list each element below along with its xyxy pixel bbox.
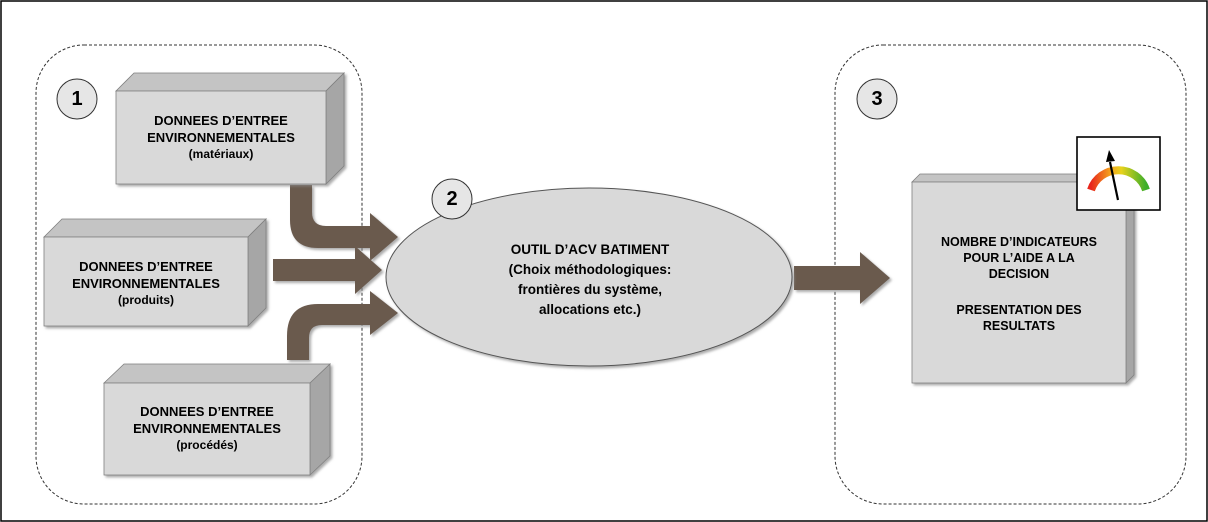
- input-materiaux-line1: DONNEES D’ENTREE: [154, 113, 288, 128]
- output-line4: PRESENTATION DES: [956, 303, 1082, 317]
- input-label-materiaux: DONNEES D’ENTREE ENVIRONNEMENTALES (maté…: [116, 112, 326, 163]
- stage-2-number: 2: [446, 188, 458, 210]
- input-procedes-line3: (procédés): [176, 438, 238, 452]
- tool-line3: frontières du système,: [517, 282, 663, 297]
- input-label-produits: DONNEES D’ENTREE ENVIRONNEMENTALES (prod…: [44, 258, 248, 309]
- output-label: NOMBRE D’INDICATEURS POUR L’AIDE A LA DE…: [908, 234, 1130, 334]
- input-produits-line3: (produits): [118, 293, 174, 307]
- input-materiaux-line2: ENVIRONNEMENTALES: [147, 130, 295, 145]
- stage-2-badge: [431, 178, 473, 220]
- gauge-icon: [1076, 136, 1161, 211]
- arrow-materiaux: [290, 185, 398, 261]
- arrow-produits: [273, 246, 382, 294]
- tool-label: OUTIL D’ACV BATIMENT (Choix méthodologiq…: [440, 240, 740, 320]
- stage-3-badge: [856, 78, 898, 120]
- output-line3: DECISION: [988, 267, 1050, 281]
- tool-line4: allocations etc.): [538, 302, 642, 317]
- input-procedes-line1: DONNEES D’ENTREE: [140, 404, 274, 419]
- input-label-procedes: DONNEES D’ENTREE ENVIRONNEMENTALES (proc…: [104, 403, 310, 454]
- output-box: [911, 173, 1135, 384]
- output-line2: POUR L’AIDE A LA: [963, 251, 1075, 265]
- input-procedes-line2: ENVIRONNEMENTALES: [133, 421, 281, 436]
- input-box-procedes: [102, 363, 332, 476]
- input-box-produits: [43, 218, 267, 327]
- tool-title: OUTIL D’ACV BATIMENT: [510, 242, 670, 257]
- output-spacer: [908, 282, 1130, 302]
- arrow-to-output: [794, 252, 890, 304]
- input-produits-line2: ENVIRONNEMENTALES: [72, 276, 220, 291]
- input-produits-line1: DONNEES D’ENTREE: [79, 259, 213, 274]
- tool-line2: (Choix méthodologiques:: [508, 262, 672, 277]
- input-box-materiaux: [115, 72, 345, 185]
- input-materiaux-line3: (matériaux): [188, 147, 254, 161]
- output-line1: NOMBRE D’INDICATEURS: [940, 235, 1098, 249]
- stage-3-number: 3: [871, 88, 883, 110]
- stage-1-number: 1: [71, 88, 83, 110]
- stage-1-badge: [56, 78, 98, 120]
- arrow-procedes: [287, 291, 398, 360]
- output-line5: RESULTATS: [982, 319, 1056, 333]
- tool-ellipse: [385, 187, 793, 367]
